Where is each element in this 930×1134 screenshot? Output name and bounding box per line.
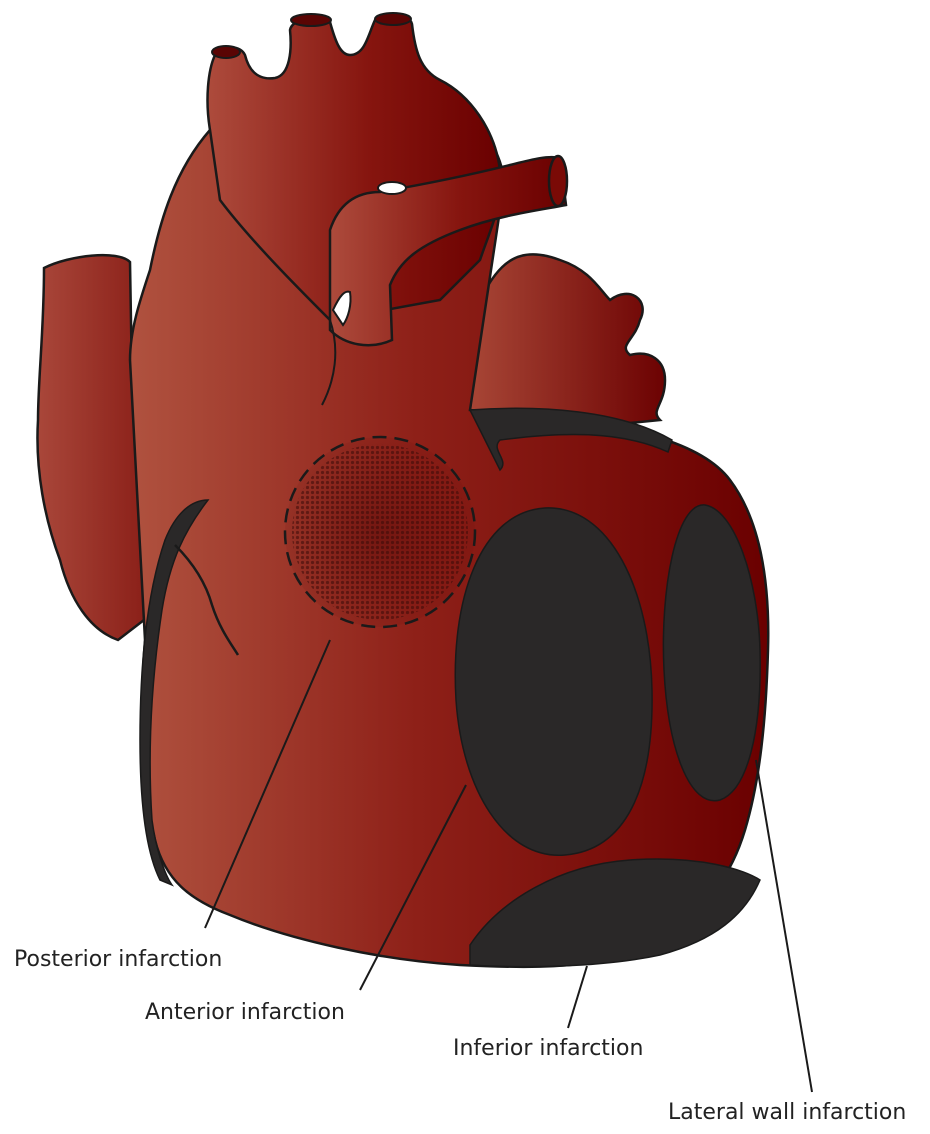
vessel-rim-3: [375, 13, 411, 25]
posterior-infarction-stipple: [292, 444, 468, 620]
inferior-infarction-label: Inferior infarction: [453, 1036, 643, 1061]
anterior-infarction-label: Anterior infarction: [145, 1000, 345, 1025]
leader-line-inferior: [568, 966, 587, 1028]
pulmonary-artery-opening: [549, 156, 567, 206]
vessel-rim-1: [212, 46, 240, 58]
lateral-wall-infarction-label: Lateral wall infarction: [668, 1100, 906, 1125]
vessel-rim-2: [291, 14, 331, 26]
leader-line-lateral: [756, 760, 812, 1092]
pulmonary-branch-opening: [378, 182, 406, 194]
anterior-infarction-zone: [455, 508, 652, 855]
left-atrium: [470, 254, 665, 430]
posterior-infarction-label: Posterior infarction: [14, 947, 222, 972]
